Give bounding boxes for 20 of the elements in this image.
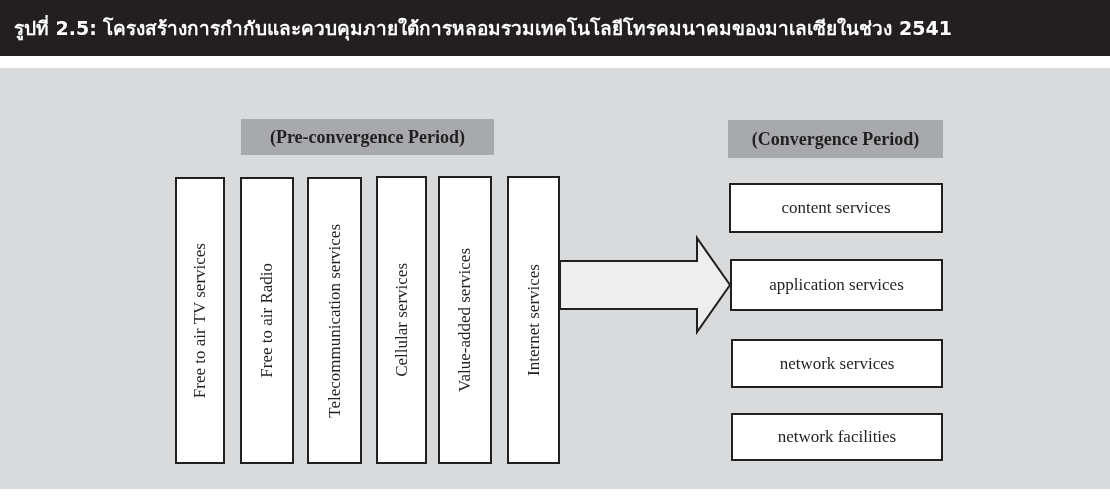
title-bar: รูปที่ 2.5: โครงสร้างการกำกับและควบคุมภายใต้การหลอมรวมเทคโนโลยีโทรคมนาคมของมาเลเซียในช่วง 2541 [0, 0, 1110, 56]
service-box: application services [730, 259, 943, 311]
service-label: Cellular services [391, 263, 412, 377]
service-box [376, 176, 427, 464]
service-label: Internet services [523, 264, 544, 376]
service-box [507, 176, 560, 464]
block-arrow [559, 234, 732, 336]
service-box [438, 176, 492, 464]
service-label: Telecommunication services [324, 223, 345, 418]
service-box: content services [729, 183, 943, 233]
service-box [307, 177, 362, 464]
period-heading: (Convergence Period) [728, 120, 943, 158]
service-label: Value-added services [455, 248, 475, 392]
service-box [240, 177, 294, 464]
service-label: Free to air TV services [190, 242, 210, 399]
service-label: Free to air Radio [257, 263, 277, 378]
service-box [175, 177, 225, 464]
service-box: network facilities [731, 413, 943, 461]
service-box: network services [731, 339, 943, 388]
period-heading: (Pre-convergence Period) [241, 119, 494, 155]
